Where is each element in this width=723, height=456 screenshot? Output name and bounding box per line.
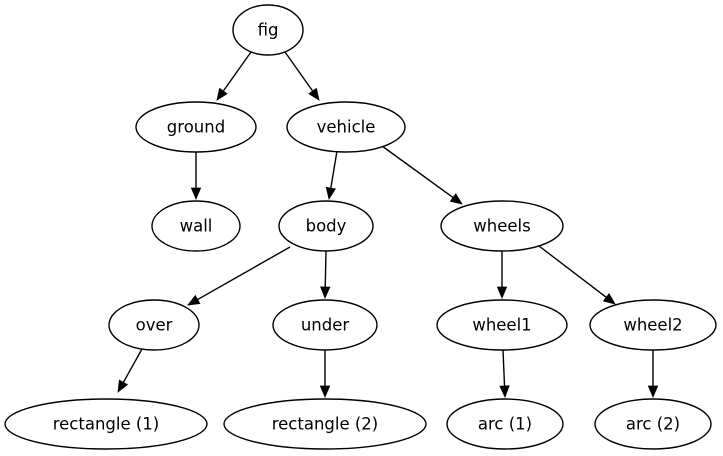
node-ellipse[interactable]: [589, 299, 717, 351]
graph-node-arc1[interactable]: arc (1): [446, 398, 564, 450]
node-ellipse[interactable]: [278, 200, 374, 252]
edge-line: [381, 145, 454, 199]
graph-node-fig[interactable]: fig: [232, 4, 304, 56]
arrowhead-icon: [190, 187, 202, 201]
nodes-layer: fig ground vehicle wall body wheels over under w…: [4, 4, 717, 450]
graph-edge-body-over: [187, 246, 291, 306]
graph-node-under[interactable]: under: [272, 299, 378, 351]
graph-edge-fig-ground: [216, 51, 252, 101]
arrowhead-icon: [319, 385, 331, 399]
arrowhead-icon: [320, 286, 331, 300]
graph-edge-ground-wall: [190, 152, 202, 201]
graph-edge-wheel1-arc1: [499, 349, 510, 399]
node-ellipse[interactable]: [223, 398, 427, 450]
graph-edge-wheels-wheel2: [538, 245, 616, 305]
graph-edge-vehicle-body: [325, 150, 338, 201]
arrowhead-icon: [499, 385, 510, 399]
node-ellipse[interactable]: [151, 200, 241, 252]
graph-node-arc2[interactable]: arc (2): [594, 398, 712, 450]
graph-edge-vehicle-wheels: [381, 145, 463, 205]
edge-line: [197, 246, 291, 301]
graph-edge-body-under: [320, 250, 331, 300]
graph-edge-wheels-wheel1: [496, 251, 508, 300]
edge-line: [502, 349, 506, 387]
arrowhead-icon: [117, 379, 129, 393]
arrowhead-icon: [308, 87, 320, 101]
graph-node-rectangle2[interactable]: rectangle (2): [223, 398, 427, 450]
node-ellipse[interactable]: [436, 299, 568, 351]
graph-node-vehicle[interactable]: vehicle: [286, 101, 406, 153]
graph-node-over[interactable]: over: [108, 299, 200, 351]
node-ellipse[interactable]: [4, 398, 208, 450]
graph-node-body[interactable]: body: [278, 200, 374, 252]
arrowhead-icon: [325, 186, 337, 201]
arrowhead-icon: [647, 385, 659, 399]
arrowhead-icon: [216, 87, 228, 101]
edge-line: [222, 51, 252, 92]
arrowhead-icon: [602, 292, 616, 305]
node-ellipse[interactable]: [232, 4, 304, 56]
edge-line: [122, 348, 143, 383]
node-ellipse[interactable]: [446, 398, 564, 450]
edges-layer: [117, 51, 659, 399]
node-ellipse[interactable]: [135, 101, 257, 153]
arrowhead-icon: [449, 193, 463, 205]
node-ellipse[interactable]: [108, 299, 200, 351]
graph-node-rectangle1[interactable]: rectangle (1): [4, 398, 208, 450]
edge-line: [284, 51, 314, 92]
edge-line: [330, 150, 338, 189]
edge-line: [538, 245, 607, 298]
arrowhead-icon: [187, 294, 201, 306]
node-ellipse[interactable]: [272, 299, 378, 351]
graph-edge-over-rectangle1: [117, 348, 143, 393]
node-ellipse[interactable]: [594, 398, 712, 450]
graph-node-wheels[interactable]: wheels: [440, 200, 564, 252]
graph-edge-under-rectangle2: [319, 350, 331, 399]
graph-node-wall[interactable]: wall: [151, 200, 241, 252]
node-ellipse[interactable]: [440, 200, 564, 252]
graph-node-ground[interactable]: ground: [135, 101, 257, 153]
graph-node-wheel1[interactable]: wheel1: [436, 299, 568, 351]
arrowhead-icon: [496, 286, 508, 300]
graph-edge-fig-vehicle: [284, 51, 320, 101]
graph-edge-wheel2-arc2: [647, 350, 659, 399]
node-ellipse[interactable]: [286, 101, 406, 153]
graph-node-wheel2[interactable]: wheel2: [589, 299, 717, 351]
edge-line: [324, 250, 327, 288]
